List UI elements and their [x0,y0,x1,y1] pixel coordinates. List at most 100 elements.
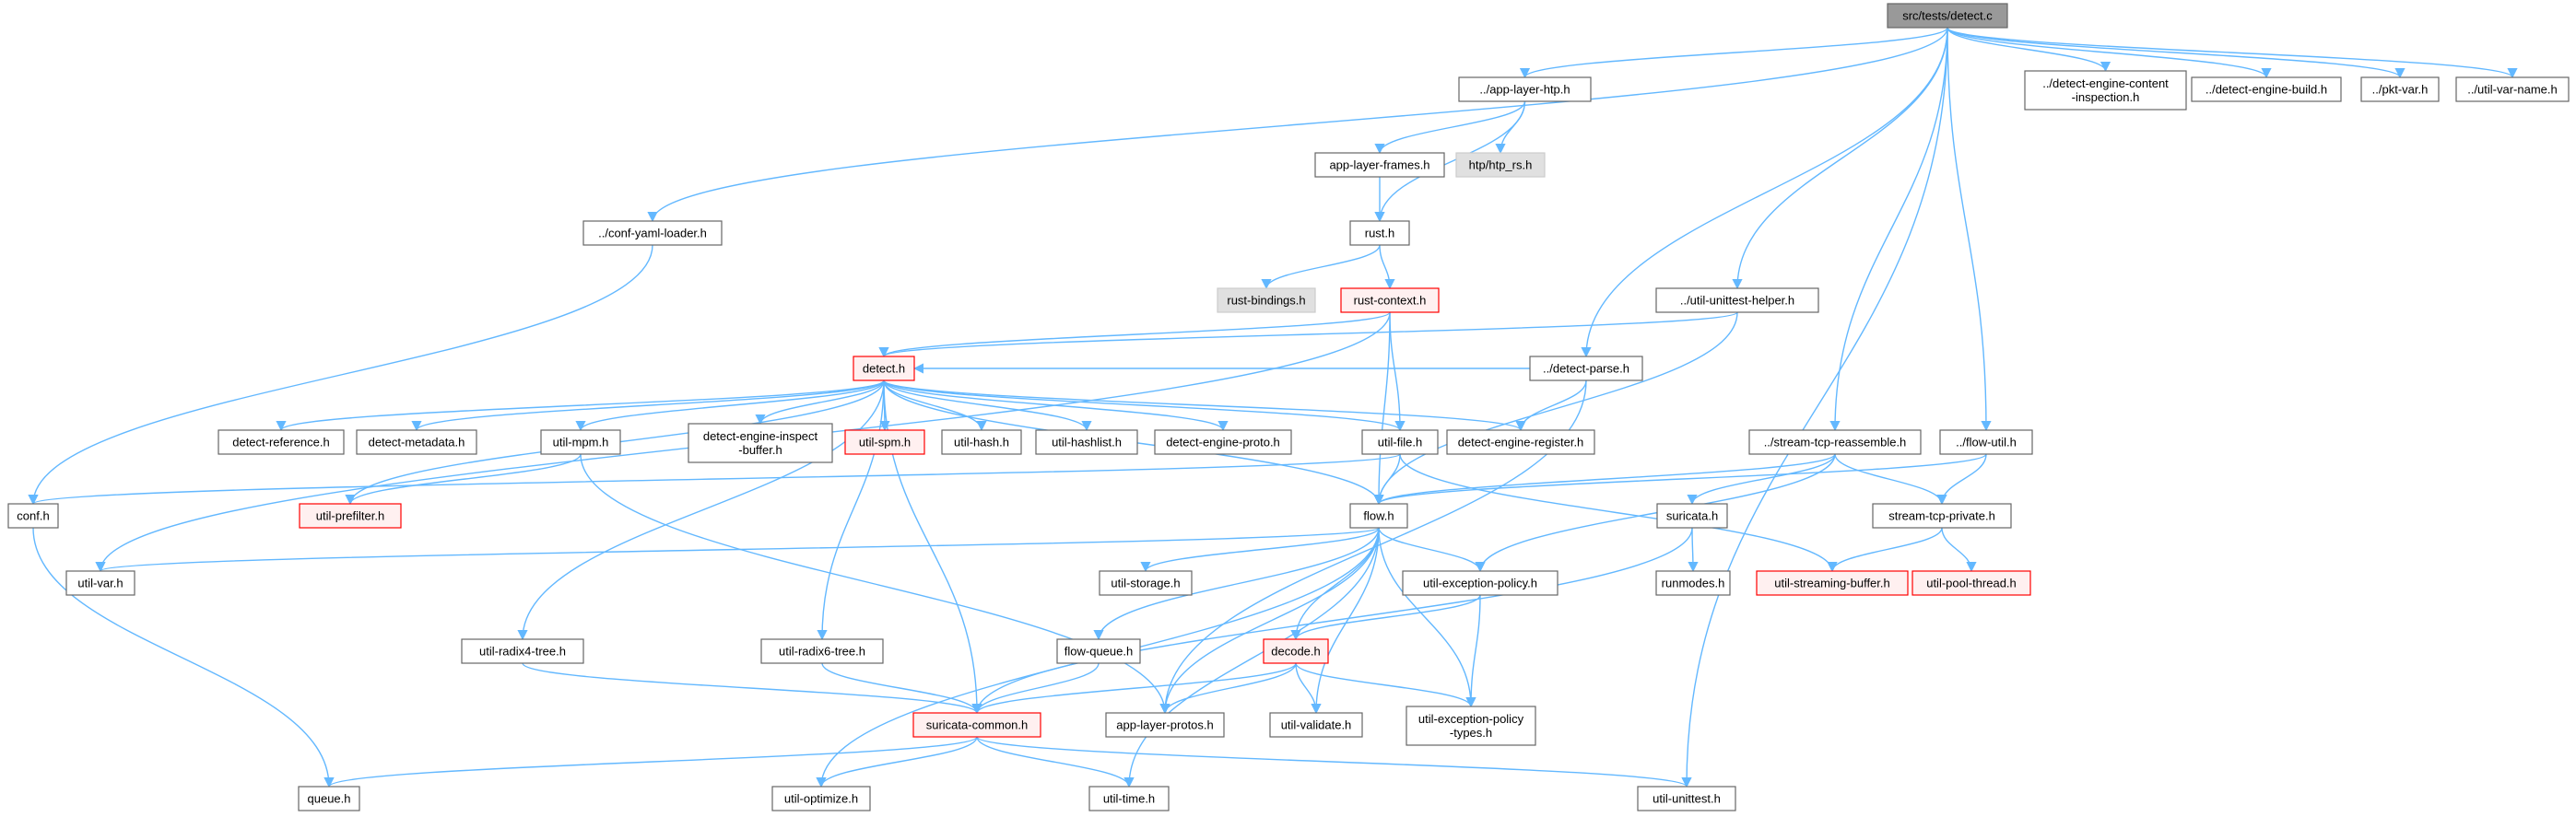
node-box [1446,429,1595,455]
node-runmodes_h[interactable]: runmodes.h [1655,570,1731,596]
node-stream_tcp_private_h[interactable]: stream-tcp-private.h [1872,503,2012,529]
node-util_time_h[interactable]: util-time.h [1088,786,1170,811]
node-util_radix4_tree_h[interactable]: util-radix4-tree.h [461,638,584,664]
node-suricata_common_h[interactable]: suricata-common.h [912,712,1041,738]
node-pkt_var_h[interactable]: ../pkt-var.h [2360,76,2440,102]
node-label: util-spm.h [859,436,911,449]
node-util_unittest_helper_h[interactable]: ../util-unittest-helper.h [1655,287,1819,313]
edge-detect_parse_h-to-detect_engine_register_h [1515,379,1587,432]
node-box [1756,570,1909,596]
edge-decode_h-to-suricata_common_h [971,662,1297,715]
node-detect_engine_inspect_buffer_h[interactable]: detect-engine-inspect-buffer.h [688,423,833,463]
node-util_exception_policy_types_h[interactable]: util-exception-policy-types.h [1406,706,1536,746]
edge-src_tests_detect_c-to-util_unittest_h [1681,27,1948,788]
node-app_layer_frames_h[interactable]: app-layer-frames.h [1314,152,1445,178]
node-util_exception_policy_h[interactable]: util-exception-policy.h [1402,570,1559,596]
node-rust_h[interactable]: rust.h [1349,220,1410,246]
node-util_pool_thread_h[interactable]: util-pool-thread.h [1911,570,2031,596]
edge-flow_util_h-to-flow_h [1373,453,1987,506]
node-app_layer_htp_h[interactable]: ../app-layer-htp.h [1458,76,1592,102]
node-util_hashlist_h[interactable]: util-hashlist.h [1035,429,1138,455]
edge-suricata_common_h-to-util_optimize_h [816,736,978,788]
node-rust_context_h[interactable]: rust-context.h [1340,287,1440,313]
edge-util_radix6_tree_h-to-suricata_common_h [821,662,982,715]
node-detect_metadata_h[interactable]: detect-metadata.h [356,429,477,455]
node-detect_parse_h[interactable]: ../detect-parse.h [1529,356,1643,381]
edge-detect_h-to-detect_reference_h [276,379,885,432]
node-box [1911,570,2031,596]
node-util_validate_h[interactable]: util-validate.h [1269,712,1363,738]
node-box [1314,152,1445,178]
edge-decode_h-to-util_validate_h [1295,662,1322,715]
edge-stream_tcp_reassemble_h-to-flow_h [1373,453,1836,506]
node-label: rust-context.h [1354,294,1427,308]
edge-detect_h-to-detect_engine_register_h [883,379,1526,432]
node-detect_engine_proto_h[interactable]: detect-engine-proto.h [1154,429,1292,455]
node-flow_queue_h[interactable]: flow-queue.h [1056,638,1141,664]
node-detect_engine_content_inspection_h[interactable]: ../detect-engine-content-inspection.h [2024,70,2187,111]
node-htp_rs_h[interactable]: htp/htp_rs.h [1455,152,1546,178]
node-util_var_name_h[interactable]: ../util-var-name.h [2455,76,2570,102]
node-util_radix6_tree_h[interactable]: util-radix6-tree.h [760,638,884,664]
node-util_var_h[interactable]: util-var.h [65,570,135,596]
node-label: ../stream-tcp-reassemble.h [1764,436,1907,449]
node-suricata_h[interactable]: suricata.h [1656,503,1728,529]
node-detect_h[interactable]: detect.h [853,356,915,381]
edge-util_exception_policy_h-to-util_exception_policy_types_h [1465,594,1481,708]
edge-conf_h-to-queue_h [32,527,335,788]
node-label: runmodes.h [1662,577,1725,590]
node-util_hash_h[interactable]: util-hash.h [941,429,1022,455]
node-label: ../app-layer-htp.h [1479,83,1570,97]
node-util_streaming_buffer_h[interactable]: util-streaming-buffer.h [1756,570,1909,596]
node-decode_h[interactable]: decode.h [1263,638,1329,664]
node-label: util-radix4-tree.h [479,645,566,659]
node-detect_engine_register_h[interactable]: detect-engine-register.h [1446,429,1595,455]
node-label: -buffer.h [738,443,782,457]
node-label: suricata-common.h [926,718,1029,732]
node-box [1458,76,1592,102]
edge-detect_h-to-util_hash_h [883,379,987,432]
node-box [1455,152,1546,178]
node-label: util-radix6-tree.h [779,645,865,659]
node-stream_tcp_reassemble_h[interactable]: ../stream-tcp-reassemble.h [1748,429,1922,455]
node-box [1656,503,1728,529]
node-rust_bindings_h[interactable]: rust-bindings.h [1217,287,1316,313]
node-detect_engine_build_h[interactable]: ../detect-engine-build.h [2191,76,2342,102]
node-box [853,356,915,381]
node-box [540,429,621,455]
node-conf_yaml_loader_h[interactable]: ../conf-yaml-loader.h [582,220,723,246]
node-flow_h[interactable]: flow.h [1349,503,1408,529]
node-box [941,429,1022,455]
node-box [1269,712,1363,738]
node-util_storage_h[interactable]: util-storage.h [1099,570,1193,596]
node-util_file_h[interactable]: util-file.h [1361,429,1439,455]
node-util_prefilter_h[interactable]: util-prefilter.h [299,503,402,529]
edge-stream_tcp_private_h-to-util_pool_thread_h [1941,527,1977,573]
node-label: src/tests/detect.c [1902,9,1993,23]
node-app_layer_protos_h[interactable]: app-layer-protos.h [1105,712,1225,738]
node-label: util-var.h [77,577,123,590]
node-label: rust.h [1365,227,1395,240]
node-label: util-exception-policy [1418,712,1524,726]
node-box [461,638,584,664]
node-label: decode.h [1271,645,1321,659]
node-label: suricata.h [1666,509,1718,523]
node-queue_h[interactable]: queue.h [298,786,360,811]
node-label: util-exception-policy.h [1423,577,1537,590]
edge-flow_h-to-util_storage_h [1140,527,1380,573]
node-util_optimize_h[interactable]: util-optimize.h [771,786,871,811]
node-util_mpm_h[interactable]: util-mpm.h [540,429,621,455]
node-label: detect-reference.h [232,436,330,449]
node-box [1154,429,1292,455]
node-label: util-optimize.h [784,792,858,806]
edge-detect_h-to-util_mpm_h [575,379,885,432]
node-conf_h[interactable]: conf.h [7,503,59,529]
node-flow_util_h[interactable]: ../flow-util.h [1939,429,2033,455]
node-detect_reference_h[interactable]: detect-reference.h [218,429,345,455]
node-src_tests_detect_c[interactable]: src/tests/detect.c [1887,3,2008,29]
node-util_unittest_h[interactable]: util-unittest.h [1637,786,1736,811]
node-util_spm_h[interactable]: util-spm.h [844,429,925,455]
node-label: flow.h [1363,509,1394,523]
edge-flow_util_h-to-stream_tcp_private_h [1936,453,1987,506]
node-box [298,786,360,811]
